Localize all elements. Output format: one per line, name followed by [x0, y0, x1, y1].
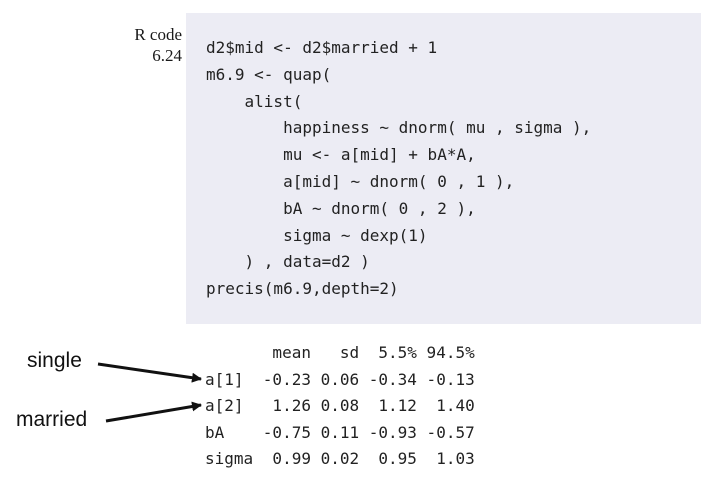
code-line: happiness ~ dnorm( mu , sigma ), [206, 118, 592, 138]
code-line: bA ~ dnorm( 0 , 2 ), [206, 198, 476, 218]
code-line: m6.9 <- quap( [206, 64, 332, 84]
code-line: a[mid] ~ dnorm( 0 , 1 ), [206, 171, 515, 191]
rcode-label: R code 6.24 [100, 24, 182, 66]
code-line: d2$mid <- d2$married + 1 [206, 38, 438, 57]
code-line: mu <- a[mid] + bA*A, [206, 145, 476, 165]
arrow-single [97, 362, 202, 383]
output-row: sigma 0.99 0.02 0.95 1.03 [205, 449, 475, 468]
code-line: precis(m6.9,depth=2) [206, 279, 399, 299]
code-line: ) , data=d2 ) [206, 252, 370, 272]
rcode-number: 6.24 [152, 46, 182, 65]
output-header: mean sd 5.5% 94.5% [205, 343, 475, 362]
rcode-title: R code [134, 25, 182, 44]
code-text: d2$mid <- d2$married + 1 m6.9 <- quap( al… [206, 35, 591, 303]
annotation-married: married [16, 408, 88, 431]
output-row: a[1] -0.23 0.06 -0.34 -0.13 [205, 369, 475, 389]
output-row: bA -0.75 0.11 -0.93 -0.57 [205, 422, 475, 442]
code-line: alist( [206, 91, 303, 111]
annotation-single: single [27, 349, 82, 372]
arrow-married [105, 401, 202, 423]
precis-output: mean sd 5.5% 94.5% a[1] -0.23 0.06 -0.34 … [205, 340, 475, 473]
code-block: d2$mid <- d2$married + 1 m6.9 <- quap( al… [186, 13, 701, 324]
output-row: a[2] 1.26 0.08 1.12 1.40 [205, 396, 475, 415]
code-line: sigma ~ dexp(1) [206, 225, 428, 245]
